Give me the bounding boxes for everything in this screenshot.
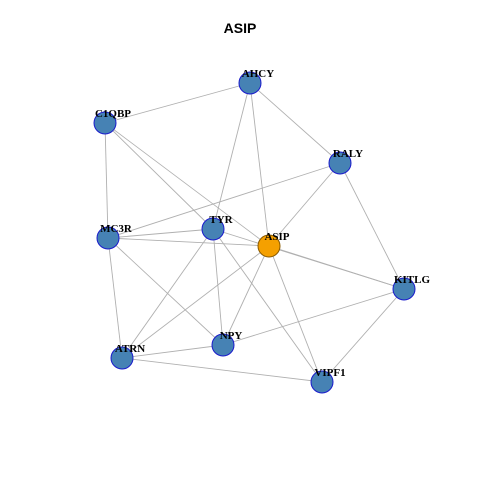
node-atrn[interactable]: ATRN (110, 343, 145, 370)
edge-raly-kitlg (339, 162, 405, 290)
node-circle-kitlg[interactable] (392, 277, 416, 301)
node-npy[interactable]: NPY (211, 330, 243, 357)
edge-c1qbp-ahcy (104, 82, 251, 124)
node-c1qbp[interactable]: C1QBP (93, 108, 131, 135)
node-label-raly: RALY (333, 148, 363, 160)
edge-c1qbp-mc3r (104, 122, 109, 239)
edge-layer (104, 82, 405, 383)
edge-asip-atrn (121, 245, 270, 359)
node-asip[interactable]: ASIP (257, 231, 290, 258)
node-mc3r[interactable]: MC3R (96, 223, 133, 250)
node-kitlg[interactable]: KITLG (392, 274, 431, 301)
edge-c1qbp-tyr (104, 122, 214, 230)
edge-raly-asip (268, 162, 341, 247)
node-label-ahcy: AHCY (242, 68, 274, 80)
edge-asip-npy (222, 245, 270, 346)
edge-mc3r-asip (107, 237, 270, 247)
edge-mc3r-npy (107, 237, 224, 346)
graph-title: ASIP (223, 20, 257, 36)
node-label-c1qbp: C1QBP (95, 108, 131, 120)
edge-atrn-vipf1 (121, 357, 323, 383)
node-ahcy[interactable]: AHCY (238, 68, 274, 95)
node-raly[interactable]: RALY (328, 148, 363, 175)
node-label-tyr: TYR (209, 214, 233, 226)
edge-ahcy-asip (249, 82, 270, 247)
node-label-mc3r: MC3R (100, 223, 133, 235)
edge-kitlg-vipf1 (321, 288, 405, 383)
edge-c1qbp-asip (104, 122, 270, 247)
node-vipf1[interactable]: VIPF1 (310, 367, 346, 394)
edge-tyr-vipf1 (212, 228, 323, 383)
node-circle-ahcy[interactable] (238, 71, 262, 95)
edge-tyr-kitlg (212, 228, 405, 290)
node-circle-vipf1[interactable] (310, 370, 334, 394)
node-label-asip: ASIP (264, 231, 289, 243)
node-circle-asip[interactable] (257, 234, 281, 258)
node-label-atrn: ATRN (115, 343, 145, 355)
edge-ahcy-tyr (212, 82, 251, 230)
edge-raly-mc3r (107, 162, 341, 239)
edge-tyr-npy (212, 228, 224, 346)
node-circle-tyr[interactable] (201, 217, 225, 241)
node-label-kitlg: KITLG (394, 274, 431, 286)
edge-asip-vipf1 (268, 245, 323, 383)
node-label-vipf1: VIPF1 (314, 367, 345, 379)
edge-npy-atrn (121, 344, 224, 359)
edge-mc3r-atrn (107, 237, 123, 359)
node-circle-atrn[interactable] (110, 346, 134, 370)
node-circle-raly[interactable] (328, 151, 352, 175)
node-circle-npy[interactable] (211, 333, 235, 357)
edge-mc3r-tyr (107, 228, 214, 239)
edge-ahcy-raly (249, 82, 341, 164)
edge-kitlg-npy (222, 288, 405, 346)
node-circle-c1qbp[interactable] (93, 111, 117, 135)
node-label-npy: NPY (220, 330, 243, 342)
node-layer: AHCY C1QBP RALY MC3R TYR ASIP KITLG NPY ATRN VIPF… (93, 68, 431, 394)
node-tyr[interactable]: TYR (201, 214, 234, 241)
edge-tyr-atrn (121, 228, 214, 359)
node-circle-mc3r[interactable] (96, 226, 120, 250)
